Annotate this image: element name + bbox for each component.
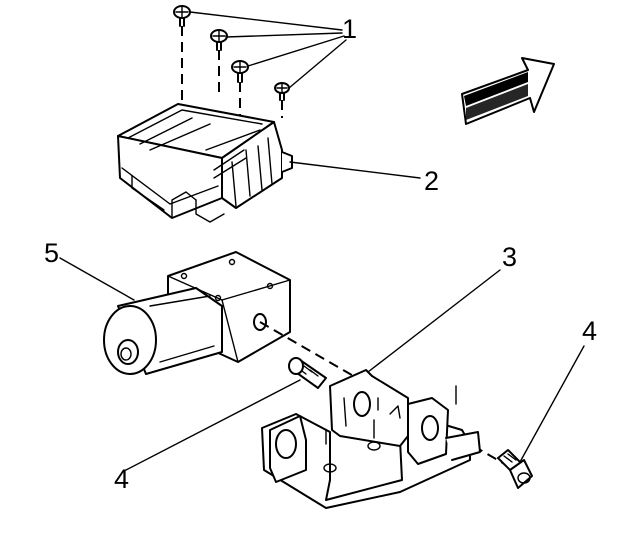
assembly-axis-line xyxy=(259,321,441,427)
callout-5: 5 xyxy=(44,238,59,268)
leader-line xyxy=(288,39,347,89)
leader-line xyxy=(225,32,343,38)
callout-4-left: 4 xyxy=(114,464,129,494)
bolt-right xyxy=(497,449,533,489)
bolt-left xyxy=(288,357,327,389)
leader-line xyxy=(367,269,501,373)
callout-2: 2 xyxy=(424,166,439,196)
leader-line xyxy=(189,11,343,31)
leader-line xyxy=(289,161,421,179)
callout-4-right: 4 xyxy=(582,316,597,346)
leader-line xyxy=(59,257,135,301)
leader-line xyxy=(519,345,585,463)
screw-1a xyxy=(173,5,191,27)
leader-line xyxy=(247,35,345,67)
control-module xyxy=(117,103,293,223)
leader-line xyxy=(125,379,301,471)
screw-1d xyxy=(274,82,290,101)
pump-motor xyxy=(103,251,291,375)
forward-arrow-icon xyxy=(461,57,555,125)
screw-1c xyxy=(231,60,249,83)
callout-3: 3 xyxy=(502,242,517,272)
screw-1b xyxy=(210,29,228,51)
mounting-bracket xyxy=(261,369,481,509)
callout-1: 1 xyxy=(342,14,357,44)
